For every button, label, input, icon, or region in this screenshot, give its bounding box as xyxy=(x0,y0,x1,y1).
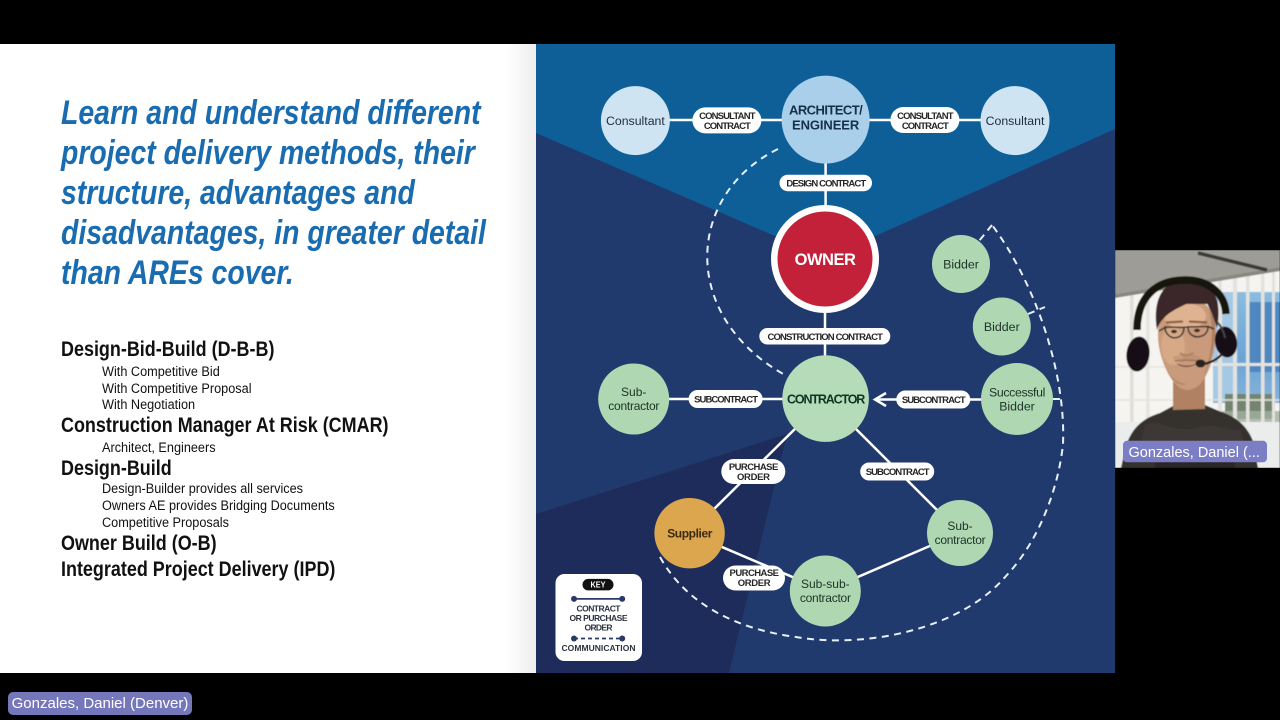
svg-text:SUBCONTRACT: SUBCONTRACT xyxy=(866,467,930,478)
svg-text:ORDER: ORDER xyxy=(738,578,771,589)
svg-text:Consultant: Consultant xyxy=(606,114,665,128)
svg-text:CONTRACT: CONTRACT xyxy=(902,121,949,132)
svg-text:ENGINEER: ENGINEER xyxy=(792,118,860,133)
svg-text:Bidder: Bidder xyxy=(984,320,1020,334)
svg-text:COMMUNICATION: COMMUNICATION xyxy=(562,643,636,653)
svg-text:Consultant: Consultant xyxy=(986,114,1045,128)
svg-text:PURCHASE: PURCHASE xyxy=(729,462,778,473)
svg-text:CONTRACTOR: CONTRACTOR xyxy=(787,392,865,406)
svg-text:CONTRACT: CONTRACT xyxy=(704,121,751,132)
svg-text:CONSULTANT: CONSULTANT xyxy=(897,111,954,122)
svg-text:Bidder: Bidder xyxy=(999,400,1035,414)
svg-text:CONSULTANT: CONSULTANT xyxy=(699,111,756,122)
svg-text:Gonzales, Daniel (...: Gonzales, Daniel (... xyxy=(1129,445,1260,461)
svg-text:Sub-: Sub- xyxy=(947,519,972,533)
svg-text:Bidder: Bidder xyxy=(943,257,979,271)
svg-text:contractor: contractor xyxy=(608,399,659,413)
svg-text:ORDER: ORDER xyxy=(737,472,770,483)
svg-text:Successful: Successful xyxy=(989,385,1045,399)
svg-text:Supplier: Supplier xyxy=(667,527,713,541)
svg-text:KEY: KEY xyxy=(591,580,606,590)
svg-text:OWNER: OWNER xyxy=(795,251,856,269)
svg-text:Sub-: Sub- xyxy=(621,385,646,399)
svg-text:SUBCONTRACT: SUBCONTRACT xyxy=(694,395,758,406)
svg-text:Sub-sub-: Sub-sub- xyxy=(801,577,850,591)
svg-text:PURCHASE: PURCHASE xyxy=(730,568,779,579)
svg-text:CONTRACT: CONTRACT xyxy=(577,603,622,613)
svg-text:SUBCONTRACT: SUBCONTRACT xyxy=(902,395,966,406)
svg-text:contractor: contractor xyxy=(800,591,851,605)
svg-text:ARCHITECT/: ARCHITECT/ xyxy=(789,103,863,118)
svg-text:CONSTRUCTION CONTRACT: CONSTRUCTION CONTRACT xyxy=(767,332,883,343)
svg-text:DESIGN CONTRACT: DESIGN CONTRACT xyxy=(786,179,866,190)
svg-text:contractor: contractor xyxy=(935,533,986,547)
svg-text:ORDER: ORDER xyxy=(585,622,613,632)
svg-text:OR PURCHASE: OR PURCHASE xyxy=(570,613,628,623)
